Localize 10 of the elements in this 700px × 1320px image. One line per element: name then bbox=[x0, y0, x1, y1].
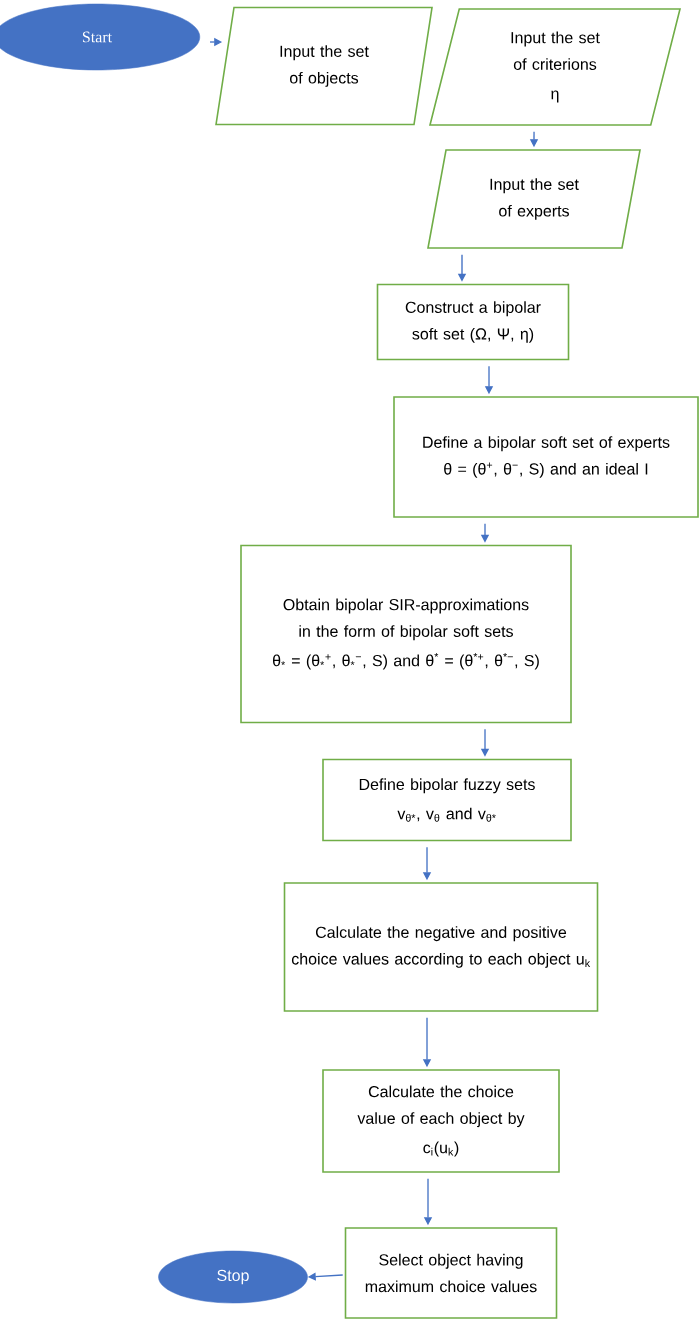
process-box: Construct a bipolar soft set (Ω, Ψ, η) bbox=[376, 283, 570, 361]
input-parallelogram: Input the set of criterions η bbox=[429, 8, 682, 126]
process-box: Define a bipolar soft set of experts θ = (θ$^{+}$, θ$^{−}$, S) and an ideal I bbox=[393, 396, 699, 518]
input-parallelogram: Input the set of experts bbox=[427, 149, 641, 249]
process-box: Calculate the choice value of each object by c$_{i}$(u$_{k}$) bbox=[322, 1069, 560, 1173]
input-parallelogram: Input the set of objects bbox=[215, 6, 433, 126]
process-box: Obtain bipolar SIR-approximations in the form of bipolar soft sets θ$_{*}$ = (θ$_{*}$$^{+}$, θ$_{*}$$^{−}$, S) and θ$^{*}$ = (θ$^{*+}$, θ$^{*−}$, S) bbox=[240, 544, 572, 724]
process-box: Define bipolar fuzzy sets v$_{θ*}$, v$_{θ}$ and v$_{θ*}$ bbox=[322, 758, 572, 842]
process-box: Calculate the negative and positive choice values according to each object u$_{k}$ bbox=[283, 882, 599, 1012]
process-box: Select object having maximum choice values bbox=[344, 1227, 558, 1319]
